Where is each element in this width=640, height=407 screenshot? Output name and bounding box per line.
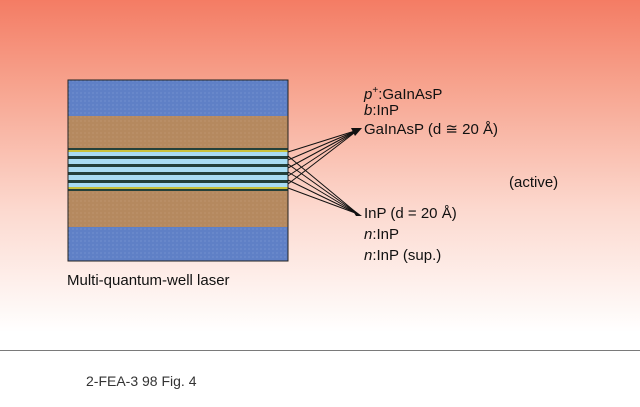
- label-n-inp-substrate: n:InP (sup.): [364, 247, 442, 264]
- arrowhead-barrier: [351, 208, 362, 216]
- layer-n-inp: [68, 191, 288, 227]
- structure-caption: Multi-quantum-well laser: [67, 272, 230, 289]
- label-n-inp: n:InP: [364, 226, 400, 243]
- arrowheads: [351, 128, 362, 216]
- figure-id: 2-FEA-3 98 Fig. 4: [86, 373, 197, 389]
- layer-mqw-well-2: [68, 159, 288, 164]
- figure-panel: p+:GaInAsP b:InP GaInAsP (d ≅ 20 Å) (act…: [0, 0, 640, 351]
- stack-outline: [67, 79, 289, 262]
- layer-mqw-well-5: [68, 183, 288, 187]
- layer-stack: [67, 79, 289, 262]
- layer-mqw-well-3: [68, 167, 288, 172]
- layer-mqw-well-4: [68, 175, 288, 180]
- label-p-gainasp: p+:GaInAsP: [364, 85, 443, 103]
- label-well: GaInAsP (d ≅ 20 Å): [364, 121, 499, 138]
- layer-mqw-dark-6: [68, 189, 288, 191]
- layer-mqw-yellow-1: [68, 150, 288, 152]
- layer-b-inp: [68, 116, 288, 148]
- layer-p-gainasp: [68, 80, 288, 116]
- label-b-inp: b:InP: [364, 102, 400, 119]
- layer-mqw-dark-2: [68, 156, 288, 159]
- layer-mqw-dark-4: [68, 172, 288, 175]
- pointer-lines: [287, 129, 359, 215]
- layer-mqw-dark-5: [68, 180, 288, 183]
- arrowhead-well: [351, 128, 362, 136]
- layer-mqw-dark-3: [68, 164, 288, 167]
- label-active: (active): [509, 174, 559, 191]
- layer-mqw-dark-1: [68, 148, 288, 150]
- layer-n-inp-substrate: [68, 227, 288, 261]
- layer-mqw-well-1: [68, 152, 288, 156]
- layer-mqw-yellow-2: [68, 187, 288, 189]
- label-barrier: InP (d = 20 Å): [364, 205, 457, 222]
- mqw-diagram: [67, 79, 362, 262]
